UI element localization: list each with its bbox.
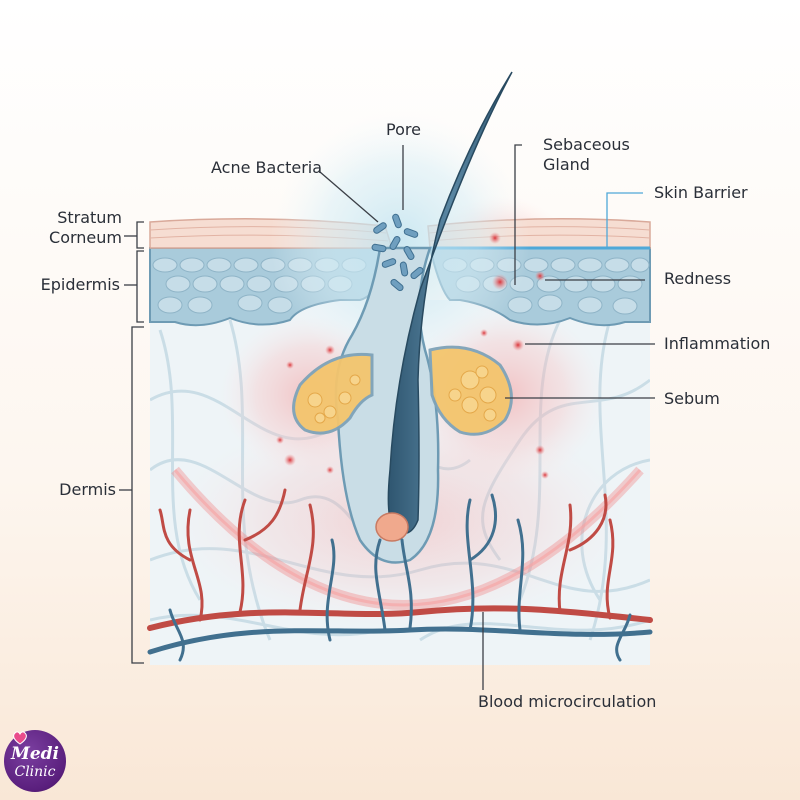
sebaceous-gland-left bbox=[292, 352, 374, 435]
logo-line-1: Medi bbox=[11, 744, 59, 764]
sebaceous-gland-leader bbox=[514, 144, 522, 285]
blood-microcirculation-label: Blood microcirculation bbox=[478, 692, 657, 711]
heart-icon bbox=[13, 731, 27, 745]
sebum-droplets bbox=[307, 365, 497, 424]
inflammation-label: Inflammation bbox=[664, 334, 771, 353]
sebaceous-gland-label: Sebaceous Gland bbox=[543, 135, 630, 174]
logo-line-2: Clinic bbox=[14, 764, 56, 780]
inflammation-dots bbox=[276, 232, 549, 479]
medi-clinic-logo: Medi Clinic bbox=[4, 730, 66, 792]
redness-label: Redness bbox=[664, 269, 732, 288]
dermis-label: Dermis bbox=[59, 480, 116, 499]
skin-barrier-label: Skin Barrier bbox=[654, 183, 748, 202]
epidermis-label: Epidermis bbox=[40, 275, 120, 294]
sebum-label: Sebum bbox=[664, 389, 720, 408]
hair-bulb bbox=[375, 512, 409, 542]
blood-vessels bbox=[147, 488, 653, 662]
acne-bacteria bbox=[371, 213, 424, 292]
layer-brackets bbox=[119, 221, 144, 664]
leader-lines bbox=[319, 144, 655, 690]
stratum-corneum-label: Stratum Corneum bbox=[49, 208, 122, 247]
skin-barrier-leader bbox=[606, 192, 643, 247]
hair-shaft bbox=[387, 71, 513, 535]
acne-bacteria-label: Acne Bacteria bbox=[211, 158, 323, 177]
acne-bacteria-leader bbox=[319, 171, 379, 223]
pore-label: Pore bbox=[386, 120, 421, 139]
